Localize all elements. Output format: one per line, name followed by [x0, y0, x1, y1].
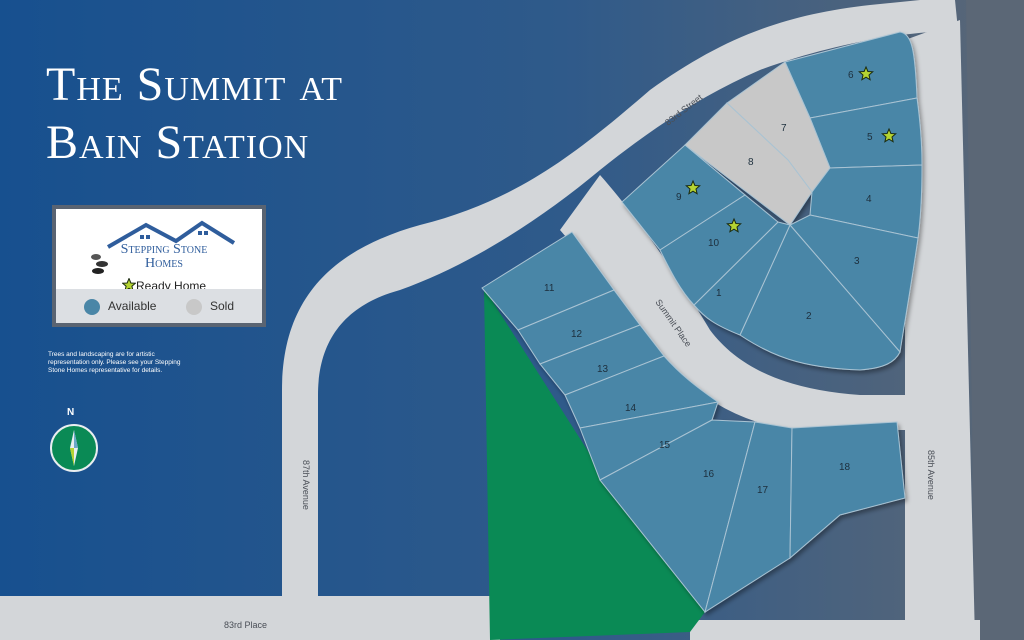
lot-label: 16	[703, 469, 715, 480]
page-title: The Summit at Bain Station	[46, 56, 343, 172]
available-swatch	[84, 299, 100, 315]
east-strip	[966, 0, 1024, 640]
lot-label: 11	[544, 283, 555, 294]
lot-2[interactable]	[739, 224, 901, 371]
street-label-83rd-place: 83rd Place	[224, 620, 267, 630]
lot-1[interactable]	[693, 221, 791, 336]
roads	[0, 0, 980, 640]
brand-name-line-1: Stepping Stone	[120, 242, 208, 257]
street-label-85th-avenue: 85th Avenue	[926, 450, 936, 500]
title-line-1: The Summit at	[46, 58, 343, 111]
lot-label: 7	[781, 123, 787, 134]
legend-card: Stepping Stone Homes Ready Home Availabl…	[52, 205, 266, 327]
lot-label: 17	[757, 485, 769, 496]
lot-label: 2	[806, 311, 812, 322]
house-roof-logo-icon	[106, 220, 236, 249]
sold-label: Sold	[210, 299, 235, 313]
lot-8[interactable]	[684, 102, 813, 226]
available-label: Available	[108, 299, 157, 313]
road-83rd-place	[0, 596, 500, 640]
ready-home-star-icon	[685, 179, 701, 195]
brand-name-line-2: Homes	[145, 256, 183, 271]
lot-label: 3	[854, 256, 860, 267]
lot-label: 6	[848, 70, 854, 81]
road-south-connector	[690, 620, 980, 640]
ready-home-stars	[685, 65, 897, 233]
lot-10[interactable]	[659, 194, 779, 306]
lot-label: 13	[597, 364, 609, 375]
road-85th-avenue	[905, 20, 975, 640]
lot-label: 12	[571, 329, 583, 340]
disclaimer-note: Trees and landscaping are for artistic r…	[48, 351, 181, 374]
lot-label: 14	[625, 403, 637, 414]
lot-labels: 1 2 3 4 5 6 7 8 9 10 11 12 13 14 15 16 1…	[544, 70, 873, 496]
lots-north	[621, 31, 923, 371]
lot-label: 8	[748, 157, 754, 168]
road-summit-place	[560, 175, 905, 430]
lot-18[interactable]	[789, 421, 906, 560]
lots-south	[481, 231, 906, 614]
ready-home-star-icon	[881, 127, 897, 143]
lot-label: 10	[708, 238, 720, 249]
ready-home-star-icon	[858, 65, 874, 81]
title-line-2: Bain Station	[46, 116, 310, 169]
compass-icon	[50, 424, 98, 472]
road-87th-avenue-83rd-street	[282, 0, 960, 600]
street-label-87th-avenue: 87th Avenue	[301, 460, 311, 510]
north-label: N	[67, 407, 75, 418]
lot-label: 18	[839, 462, 851, 473]
ready-home-star-icon	[726, 217, 742, 233]
lot-label: 1	[716, 288, 722, 299]
stepping-stones-icon	[91, 254, 108, 274]
lot-label: 9	[676, 192, 682, 203]
sold-swatch	[186, 299, 202, 315]
star-icon	[122, 278, 136, 292]
lot-label: 5	[867, 132, 873, 143]
lot-label: 15	[659, 440, 671, 451]
lot-label: 4	[866, 194, 872, 205]
